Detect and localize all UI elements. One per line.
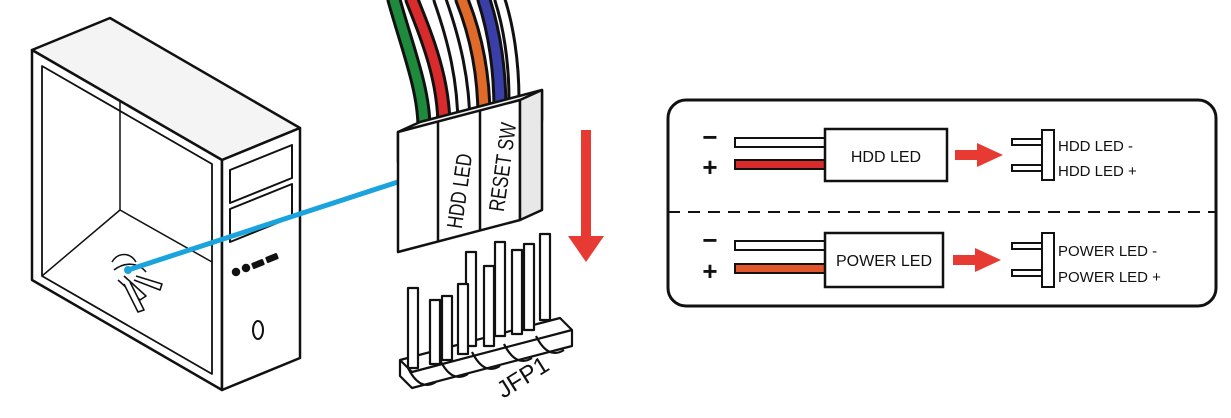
insert-direction-arrow [568, 130, 604, 262]
legend-row-power-led: − + POWER LED POWER LED - POWER LED + [702, 225, 1161, 289]
front-panel-connector: HDD LED RESET SW [386, 0, 544, 254]
direction-arrow [955, 143, 1003, 167]
plus-wire [734, 159, 826, 170]
connection-indicator-line [125, 177, 407, 273]
pin-label-plus: POWER LED + [1058, 269, 1161, 286]
direction-arrow [953, 248, 1001, 272]
minus-wire [734, 137, 826, 148]
pin-assignment-legend: − + HDD LED HDD LED - HDD LED + − + POWE… [666, 98, 1218, 308]
component-box [823, 231, 945, 289]
component-label: HDD LED [851, 149, 921, 166]
plus-sign: + [702, 256, 717, 286]
pin-header-symbol [1011, 232, 1055, 288]
minus-sign: − [702, 122, 717, 152]
pin-label-minus: POWER LED - [1058, 243, 1157, 260]
plus-wire [734, 263, 826, 274]
plus-sign: + [702, 152, 717, 182]
minus-wire [734, 240, 826, 251]
pin-label-plus: HDD LED + [1058, 163, 1137, 180]
pin-header-symbol [1011, 129, 1055, 181]
component-label: POWER LED [836, 253, 932, 270]
pin-label-minus: HDD LED - [1058, 138, 1133, 155]
legend-row-hdd-led: − + HDD LED HDD LED - HDD LED + [702, 122, 1137, 183]
jfp1-pin-header: JFP1 [398, 232, 574, 404]
minus-sign: − [702, 225, 717, 255]
pc-tower-illustration [30, 16, 302, 392]
connection-indicator-end [124, 266, 132, 274]
component-box [823, 127, 949, 183]
